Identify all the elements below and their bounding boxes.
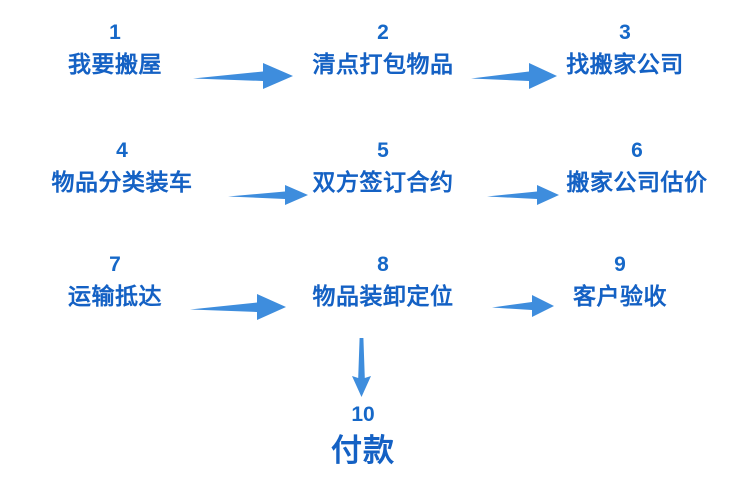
step-node-10[interactable]: 10 付款 (331, 404, 395, 468)
step-number: 8 (377, 253, 389, 276)
step-number: 1 (109, 21, 121, 44)
step-label: 双方签订合约 (312, 169, 454, 195)
step-node-7[interactable]: 7 运输抵达 (68, 254, 162, 308)
step-node-5[interactable]: 5 双方签订合约 (313, 140, 454, 194)
step-label: 找搬家公司 (566, 51, 684, 77)
step-number: 3 (619, 21, 631, 44)
step-node-2[interactable]: 2 清点打包物品 (313, 22, 454, 76)
arrow-right-icon-1-to-2 (193, 62, 293, 90)
step-number: 7 (109, 253, 121, 276)
step-number: 2 (377, 21, 389, 44)
step-number: 4 (116, 139, 128, 162)
step-label: 运输抵达 (68, 283, 162, 309)
step-node-3[interactable]: 3 找搬家公司 (566, 22, 684, 76)
step-number: 5 (377, 139, 389, 162)
arrow-right-icon-2-to-3 (471, 62, 557, 90)
step-node-4[interactable]: 4 物品分类装车 (52, 140, 193, 194)
arrow-right-icon-4-to-5 (228, 184, 308, 206)
step-label: 搬家公司估价 (566, 169, 708, 195)
step-number: 6 (631, 139, 643, 162)
step-label: 付款 (331, 433, 395, 468)
step-label: 清点打包物品 (312, 51, 454, 77)
arrow-right-icon-8-to-9 (492, 294, 554, 318)
step-node-1[interactable]: 1 我要搬屋 (68, 22, 162, 76)
arrow-right-icon-7-to-8 (190, 293, 286, 321)
step-node-8[interactable]: 8 物品装卸定位 (313, 254, 454, 308)
step-node-9[interactable]: 9 客户验收 (573, 254, 667, 308)
step-label: 物品装卸定位 (312, 283, 454, 309)
step-label: 我要搬屋 (68, 51, 162, 77)
step-number: 10 (351, 403, 375, 426)
arrow-right-icon-5-to-6 (487, 184, 559, 206)
step-label: 客户验收 (573, 283, 667, 309)
arrow-down-icon-8-to-10 (345, 338, 379, 400)
step-label: 物品分类装车 (51, 169, 193, 195)
step-node-6[interactable]: 6 搬家公司估价 (567, 140, 708, 194)
step-number: 9 (614, 253, 626, 276)
